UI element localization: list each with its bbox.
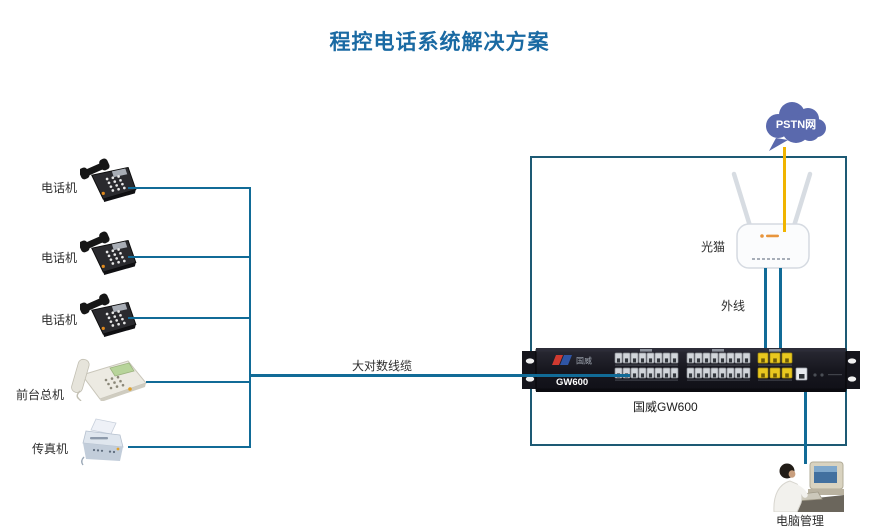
connector-line-fax <box>128 446 251 448</box>
outside-line-2 <box>779 268 782 373</box>
endpoint-label-phone-3: 电话机 <box>41 313 78 327</box>
trunk-cable-label: 大对数线缆 <box>352 359 413 373</box>
system-boundary-box <box>530 156 847 446</box>
endpoint-label-fax: 传真机 <box>32 442 69 456</box>
pbx-caption: 国威GW600 <box>633 400 698 414</box>
connector-line-phone-1 <box>128 187 251 189</box>
pbx-rack-unit: 国威 GW600 <box>522 348 860 392</box>
pstn-cloud-label: PSTN网 <box>776 118 816 131</box>
pbx-trunk-port-group <box>757 352 793 381</box>
connector-line-switchboard <box>146 381 251 383</box>
endpoint-label-phone-1: 电话机 <box>41 181 78 195</box>
connector-line-phone-2 <box>128 256 251 258</box>
page-title: 程控电话系统解决方案 <box>329 31 550 54</box>
management-line <box>804 392 807 464</box>
pbx-port-group-1 <box>614 352 679 381</box>
telephone-icon <box>80 156 138 202</box>
trunk-cable-line <box>250 374 630 377</box>
outside-line-1 <box>764 268 767 363</box>
telephone-icon <box>80 291 138 337</box>
pbx-brand-text: 国威 <box>576 356 592 366</box>
pbx-port-group-2 <box>686 352 751 381</box>
connector-line-phone-3 <box>128 317 251 319</box>
optical-modem-icon <box>726 168 818 272</box>
operator-computer-icon <box>766 460 846 512</box>
pstn-cloud-icon: PSTN网 <box>766 102 826 151</box>
pbx-management-port <box>795 367 808 381</box>
pstn-fiber-line <box>783 147 786 232</box>
management-label: 电脑管理 <box>776 514 825 528</box>
fax-machine-icon <box>76 417 132 467</box>
endpoint-label-phone-2: 电话机 <box>41 251 78 265</box>
pbx-model-text: GW600 <box>556 377 588 388</box>
collector-bus-line <box>249 187 251 448</box>
optical-modem-label: 光猫 <box>701 240 726 254</box>
switchboard-phone-icon <box>66 349 150 401</box>
endpoint-label-switchboard: 前台总机 <box>16 388 65 402</box>
outside-line-label: 外线 <box>721 299 746 313</box>
telephone-icon <box>80 229 138 275</box>
